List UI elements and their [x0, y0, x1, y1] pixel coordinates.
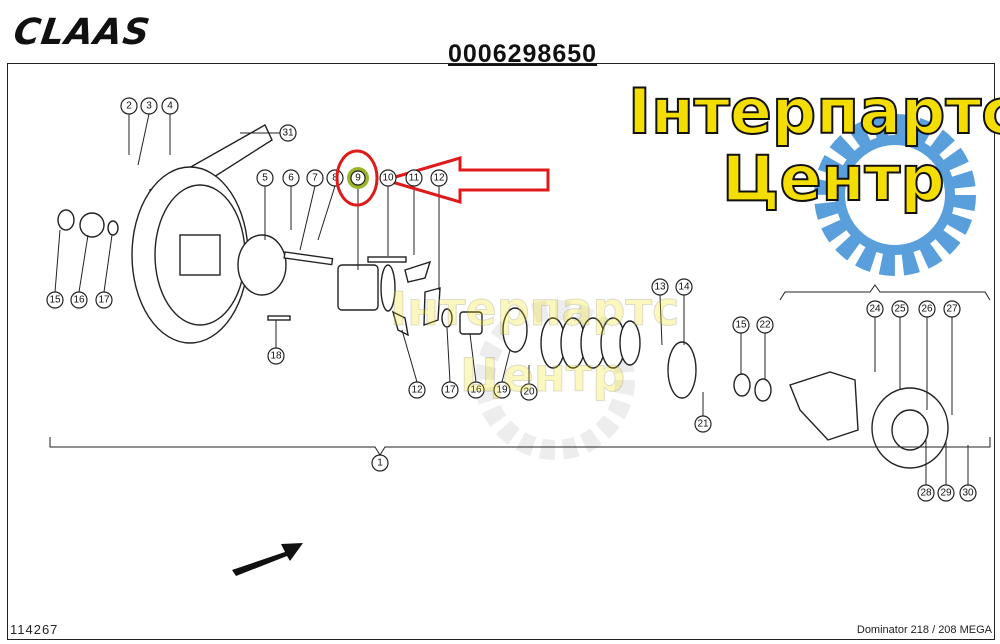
callout[interactable]: 8 [326, 169, 344, 187]
svg-text:15: 15 [735, 320, 747, 331]
svg-text:21: 21 [697, 419, 709, 430]
pulley-belt [57, 124, 949, 469]
callout[interactable]: 5 [256, 169, 274, 187]
callout[interactable]: 13 [651, 278, 669, 296]
callout[interactable]: 14 [675, 278, 693, 296]
svg-text:7: 7 [312, 173, 318, 184]
watermark-faint-line2: Центр [459, 348, 626, 403]
svg-text:28: 28 [920, 488, 932, 499]
svg-text:19: 19 [496, 385, 508, 396]
svg-text:27: 27 [946, 304, 958, 315]
callout[interactable]: 16 [70, 291, 88, 309]
callout[interactable]: 19 [493, 381, 511, 399]
svg-text:11: 11 [409, 173, 420, 184]
callout[interactable]: 17 [95, 291, 113, 309]
svg-text:17: 17 [444, 385, 456, 396]
svg-text:16: 16 [470, 385, 482, 396]
svg-text:10: 10 [382, 173, 394, 184]
callout[interactable]: 17 [441, 381, 459, 399]
callout[interactable]: 24 [866, 300, 884, 318]
callout[interactable]: 31 [279, 124, 297, 142]
watermark-faint-line1: Інтерпартс [389, 282, 680, 337]
callout[interactable]: 18 [267, 347, 285, 365]
callout[interactable]: 12 [408, 381, 426, 399]
svg-text:9: 9 [355, 173, 361, 184]
svg-text:5: 5 [262, 173, 268, 184]
drawing-code: 114267 [10, 622, 59, 637]
callout[interactable]: 28 [917, 484, 935, 502]
svg-text:12: 12 [433, 173, 445, 184]
callout[interactable]: 3 [140, 97, 158, 115]
callout[interactable]: 25 [891, 300, 909, 318]
callout[interactable]: 7 [306, 169, 324, 187]
svg-text:14: 14 [678, 282, 690, 293]
svg-text:29: 29 [940, 488, 952, 499]
callout[interactable]: 22 [756, 316, 774, 334]
spring [540, 317, 641, 369]
svg-text:4: 4 [167, 101, 173, 112]
svg-text:16: 16 [73, 295, 85, 306]
svg-text:30: 30 [962, 488, 974, 499]
callout[interactable]: 2 [120, 97, 138, 115]
svg-text:15: 15 [49, 295, 61, 306]
callout[interactable]: 15 [46, 291, 64, 309]
svg-text:26: 26 [921, 304, 933, 315]
watermark-line2: Центр [721, 141, 946, 216]
svg-text:8: 8 [332, 173, 338, 184]
callout[interactable]: 16 [467, 381, 485, 399]
red-arrow-icon [379, 155, 550, 205]
svg-text:2: 2 [126, 101, 132, 112]
callout[interactable]: 21 [694, 415, 712, 433]
callout[interactable]: 10 [379, 169, 397, 187]
callout[interactable]: 30 [959, 484, 977, 502]
svg-text:12: 12 [411, 385, 423, 396]
svg-text:20: 20 [523, 387, 535, 398]
svg-text:24: 24 [869, 304, 881, 315]
svg-text:3: 3 [146, 101, 152, 112]
svg-text:25: 25 [894, 304, 906, 315]
svg-text:18: 18 [270, 351, 282, 362]
callout[interactable]: 26 [918, 300, 936, 318]
callout[interactable]: 6 [282, 169, 300, 187]
highlight-ring [335, 149, 379, 207]
callout[interactable]: 4 [161, 97, 179, 115]
model-label: Dominator 218 / 208 MEGA [856, 624, 992, 636]
callout[interactable]: 29 [937, 484, 955, 502]
watermark-line1: Інтерпартс [627, 74, 1000, 149]
gear-watermark-icon [814, 114, 976, 276]
direction-arrow-icon [232, 543, 303, 576]
callout-highlighted[interactable]: 9 [347, 167, 369, 189]
callout[interactable]: 11 [405, 169, 423, 187]
svg-text:22: 22 [759, 320, 771, 331]
callout[interactable]: 15 [732, 316, 750, 334]
svg-text:17: 17 [98, 295, 110, 306]
svg-text:6: 6 [288, 173, 294, 184]
drawing-frame [7, 63, 995, 640]
part-number: 0006298650 [448, 40, 598, 68]
callout[interactable]: 27 [943, 300, 961, 318]
svg-text:13: 13 [654, 282, 666, 293]
svg-text:1: 1 [377, 458, 383, 469]
callout[interactable]: 1 [371, 454, 389, 472]
callout[interactable]: 12 [430, 169, 448, 187]
gear-watermark-faint-icon [475, 300, 635, 460]
svg-text:31: 31 [282, 128, 294, 139]
callout[interactable]: 20 [520, 383, 538, 401]
